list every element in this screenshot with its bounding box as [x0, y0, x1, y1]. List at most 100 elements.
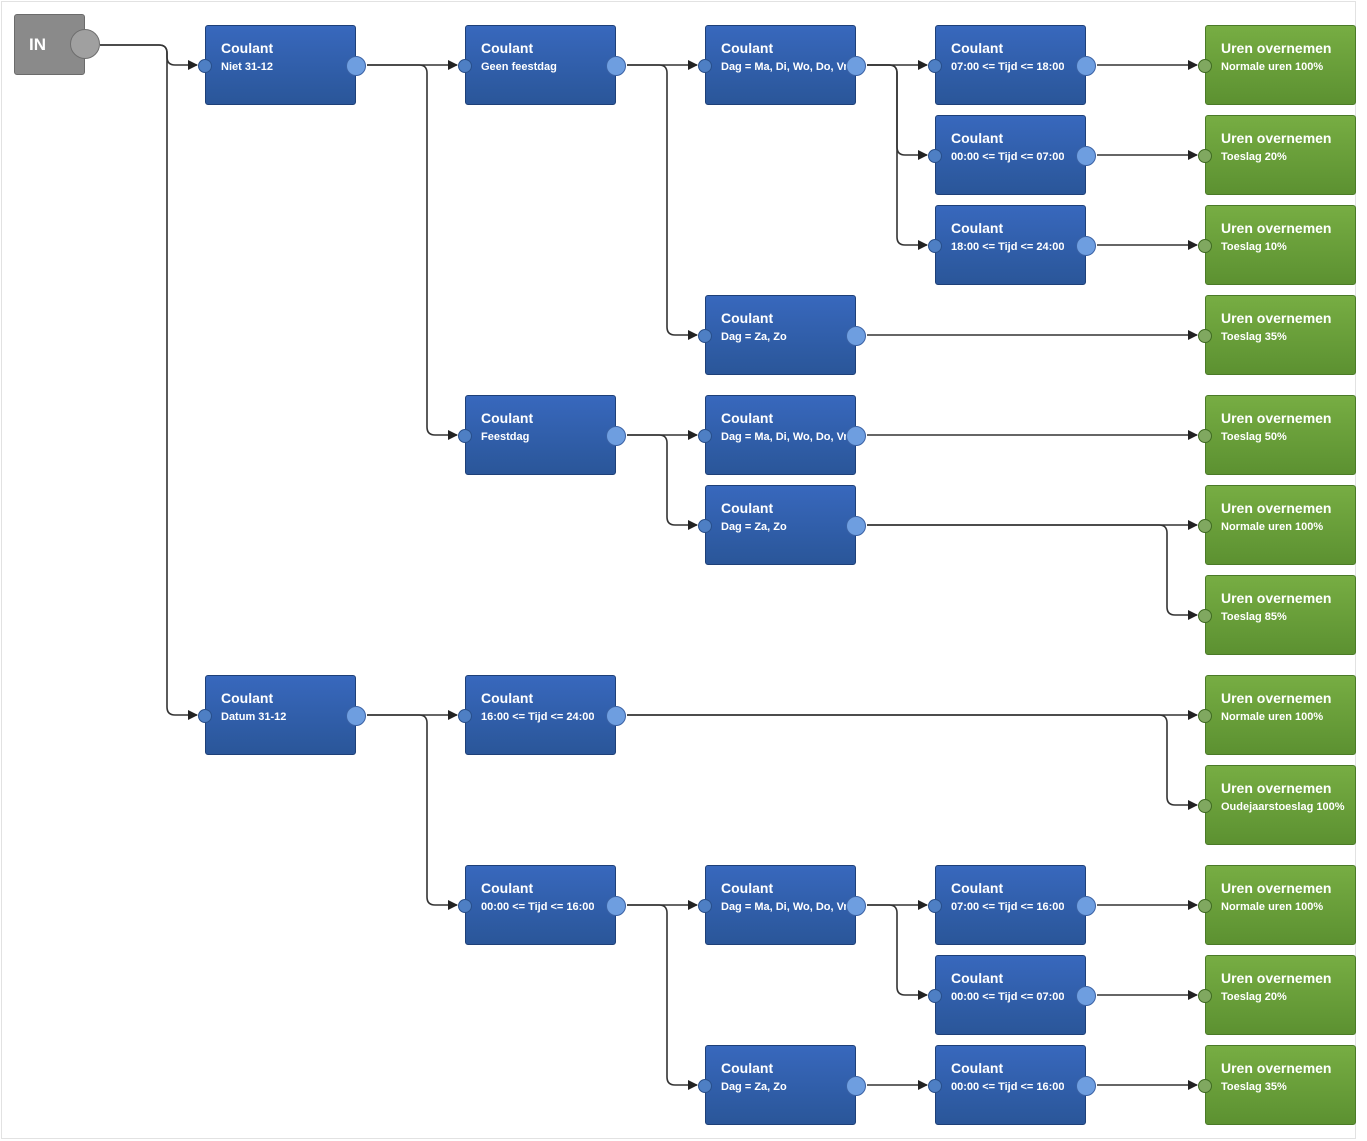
node-subtitle: Oudejaarstoeslag 100% — [1221, 801, 1345, 813]
output-port[interactable] — [606, 56, 626, 76]
condition-node[interactable]: Coulant 18:00 <= Tijd <= 24:00 — [928, 205, 1096, 285]
input-port[interactable] — [458, 709, 472, 723]
node-subtitle: Dag = Ma, Di, Wo, Do, Vr — [721, 431, 847, 443]
input-port[interactable] — [928, 989, 942, 1003]
output-port[interactable] — [846, 896, 866, 916]
input-port[interactable] — [1198, 799, 1212, 813]
output-port[interactable] — [606, 896, 626, 916]
connector-IN-n1 — [100, 44, 198, 70]
node-subtitle: Toeslag 85% — [1221, 611, 1287, 623]
output-port[interactable] — [346, 56, 366, 76]
output-port[interactable] — [606, 706, 626, 726]
output-port[interactable] — [1076, 1076, 1096, 1096]
input-port[interactable] — [698, 519, 712, 533]
input-port[interactable] — [928, 59, 942, 73]
output-port[interactable] — [1076, 56, 1096, 76]
input-port[interactable] — [1198, 899, 1212, 913]
input-port[interactable] — [698, 59, 712, 73]
input-port[interactable] — [198, 709, 212, 723]
input-port[interactable] — [1198, 609, 1212, 623]
input-port[interactable] — [928, 149, 942, 163]
output-port[interactable] — [846, 326, 866, 346]
node-subtitle: Toeslag 50% — [1221, 431, 1287, 443]
input-port[interactable] — [1198, 59, 1212, 73]
node-subtitle: Normale uren 100% — [1221, 61, 1324, 73]
output-port[interactable] — [1076, 236, 1096, 256]
node-subtitle: Toeslag 20% — [1221, 991, 1287, 1003]
output-port[interactable] — [846, 516, 866, 536]
output-port[interactable] — [846, 56, 866, 76]
node-title: Uren overnemen — [1221, 130, 1332, 146]
node-subtitle: Toeslag 20% — [1221, 151, 1287, 163]
input-port[interactable] — [698, 329, 712, 343]
node-subtitle: Toeslag 35% — [1221, 1081, 1287, 1093]
input-port[interactable] — [928, 899, 942, 913]
input-port[interactable] — [198, 59, 212, 73]
input-port[interactable] — [928, 1079, 942, 1093]
node-title: Uren overnemen — [1221, 1060, 1332, 1076]
input-port[interactable] — [1198, 989, 1212, 1003]
input-port[interactable] — [458, 899, 472, 913]
input-port[interactable] — [1198, 149, 1212, 163]
input-port[interactable] — [698, 1079, 712, 1093]
input-port[interactable] — [458, 59, 472, 73]
input-port[interactable] — [698, 429, 712, 443]
input-port[interactable] — [1198, 709, 1212, 723]
input-port[interactable] — [458, 429, 472, 443]
node-subtitle: Datum 31-12 — [221, 711, 287, 723]
output-port[interactable] — [846, 426, 866, 446]
input-port[interactable] — [1198, 239, 1212, 253]
node-subtitle: 00:00 <= Tijd <= 07:00 — [951, 151, 1065, 163]
input-port[interactable] — [1198, 429, 1212, 443]
start-node[interactable]: IN — [14, 14, 100, 75]
node-title: Uren overnemen — [1221, 500, 1332, 516]
output-port[interactable] — [1076, 986, 1096, 1006]
output-port[interactable] — [346, 706, 366, 726]
output-port[interactable] — [606, 426, 626, 446]
output-port[interactable] — [846, 1076, 866, 1096]
input-port[interactable] — [698, 899, 712, 913]
node-subtitle: 16:00 <= Tijd <= 24:00 — [481, 711, 595, 723]
input-port[interactable] — [1198, 329, 1212, 343]
input-port[interactable] — [1198, 1079, 1212, 1093]
connector-n5-o9 — [627, 714, 1198, 810]
input-port[interactable] — [928, 239, 942, 253]
start-output-port[interactable] — [70, 29, 100, 59]
node-subtitle: 00:00 <= Tijd <= 16:00 — [951, 1081, 1065, 1093]
output-port[interactable] — [1076, 146, 1096, 166]
output-port[interactable] — [1076, 896, 1096, 916]
input-port[interactable] — [1198, 519, 1212, 533]
node-subtitle: 18:00 <= Tijd <= 24:00 — [951, 241, 1065, 253]
node-title: Coulant — [951, 220, 1004, 236]
